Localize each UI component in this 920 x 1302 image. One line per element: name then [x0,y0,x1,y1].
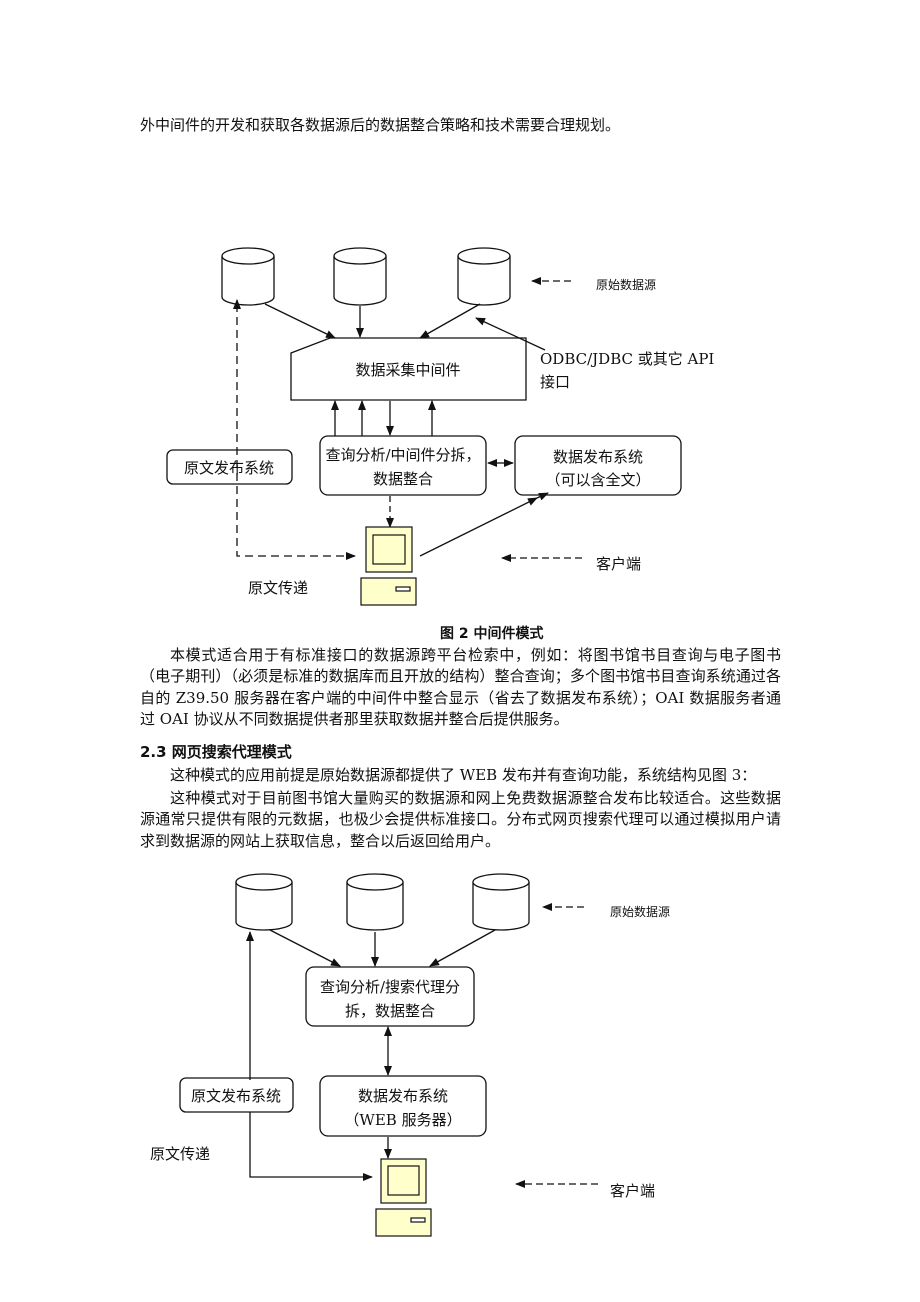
section-heading: 2.3 网页搜索代理模式 [140,743,292,761]
database-icon [346,873,404,931]
fig2-original-pub-label: 原文发布系统 [184,459,274,477]
fig2-publish-label-2: （可以含全文） [545,471,650,489]
paragraph-middleware: 本模式适合用于有标准接口的数据源跨平台检索中，例如：将图书馆书目查询与电子图书（… [140,646,781,728]
original-pub-box [166,449,293,485]
query-box [319,435,487,496]
fig2-query-label-1: 查询分析/中间件分拆， [325,446,480,464]
paragraph-web-proxy-detail: 这种模式对于目前图书馆大量购买的数据源和网上免费数据源整合发布比较适合。这些数据… [140,789,781,850]
fig3-query-label-1: 查询分析/搜索代理分 [320,978,460,996]
figure-2-middleware-diagram: 原始数据源 数据采集中间件 ODBC/JDBC 或其它 API 接口 查询分析/… [166,247,714,606]
fig3-client-label: 客户端 [610,1182,655,1200]
computer-icon [375,1158,432,1237]
fig3-original-pub-label: 原文发布系统 [191,1087,281,1105]
fig2-api-label-1: ODBC/JDBC 或其它 API [540,350,714,368]
fig3-query-label-2: 拆，数据整合 [345,1002,435,1020]
top-line: 外中间件的开发和获取各数据源后的数据整合策略和技术需要合理规划。 [140,116,621,134]
database-icon [457,247,511,306]
paragraph-web-proxy-intro: 这种模式的应用前提是原始数据源都提供了 WEB 发布并有查询功能，系统结构见图 … [170,766,757,784]
fig2-api-label-2: 接口 [540,373,570,391]
fig3-publish-label-2: （WEB 服务器） [344,1111,461,1129]
database-icon [472,873,530,931]
fig2-client-label: 客户端 [596,555,641,573]
computer-icon [360,526,417,606]
fig3-delivery-label: 原文传递 [150,1145,210,1163]
figure-2-caption: 图 2 中间件模式 [440,626,544,642]
collector-box [290,337,527,401]
fig3-publish-box [319,1075,487,1137]
database-icon [221,247,275,306]
fig3-publish-label-1: 数据发布系统 [358,1087,448,1105]
fig3-source-label: 原始数据源 [610,904,670,919]
fig2-delivery-label: 原文传递 [248,579,308,597]
database-icon [235,873,293,931]
fig3-original-pub-box [179,1077,294,1113]
database-icon [333,247,387,306]
fig2-publish-label-1: 数据发布系统 [553,448,643,466]
fig2-query-label-2: 数据整合 [373,470,433,488]
fig2-collector-label: 数据采集中间件 [355,361,460,379]
fig2-source-label: 原始数据源 [596,277,656,292]
publish-box [514,435,682,496]
